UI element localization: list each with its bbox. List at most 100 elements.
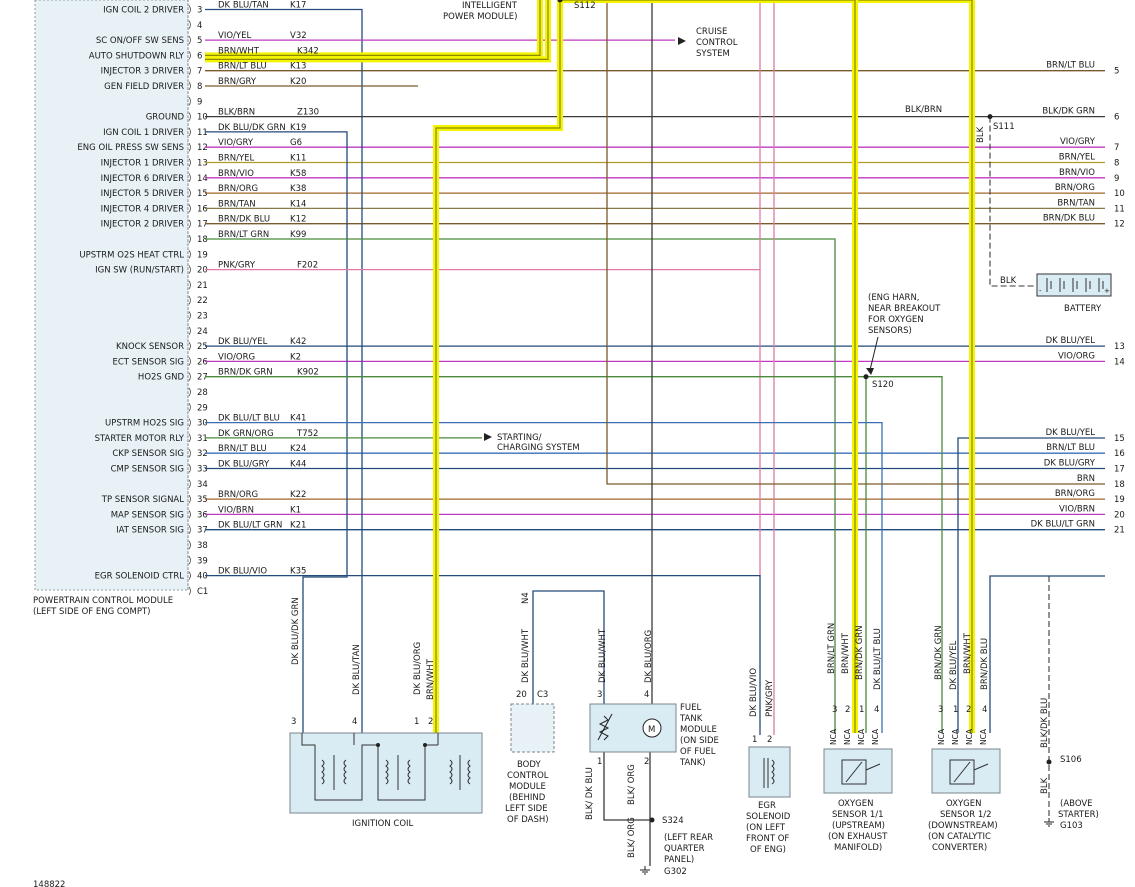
pcm-pin-number: 12	[197, 143, 208, 153]
o2-downstream-box	[931, 748, 1001, 794]
svg-text:TANK): TANK)	[679, 758, 706, 768]
starting-arrow	[484, 433, 492, 441]
o2up-pin-3: 3	[832, 705, 837, 715]
coil2-wire	[205, 8, 363, 733]
pcm-pin-name: UPSTRM HO2S SIG	[105, 419, 184, 429]
pcm-pin-number: 18	[197, 235, 208, 245]
pcm-pin-number: 21	[197, 281, 208, 291]
right-edge-wire-label: VIO/BRN	[1059, 504, 1095, 514]
pcm-wire-color-label: BRN/GRY	[218, 77, 257, 87]
pcm-pin-number: 36	[197, 510, 208, 520]
fuel-tank-module-box	[589, 703, 677, 753]
pcm-pin-number: 22	[197, 296, 208, 306]
s111-label: S111	[993, 122, 1015, 132]
fuel-pump-motor-symbol: M	[648, 725, 655, 735]
splice-dot	[649, 817, 655, 823]
pcm-pin-number: 37	[197, 526, 208, 536]
pcm-wire-color-label: DK GRN/ORG	[218, 429, 274, 439]
figure-number: 148822	[33, 880, 65, 887]
svg-text:CONTROL: CONTROL	[507, 771, 549, 781]
coil-wire-4: BRN/WHT	[426, 658, 436, 700]
cruise-label-line1: CRUISE	[696, 27, 727, 37]
svg-text:OXYGEN: OXYGEN	[946, 799, 981, 809]
splice-dot	[557, 0, 563, 3]
right-edge-wire-label: BRN/YEL	[1059, 153, 1096, 163]
o2dn-nca-4: NCA	[979, 728, 988, 745]
pcm-pin-name: INJECTOR 4 DRIVER	[101, 204, 184, 214]
upstream-sig-wire	[205, 421, 883, 733]
right-edge-wire-label: BRN/DK BLU	[1043, 214, 1095, 224]
svg-text:FRONT OF: FRONT OF	[746, 834, 789, 844]
pcm-circuit-label: K902	[297, 368, 319, 378]
splice-dot	[987, 114, 993, 120]
ipm-label-line2: POWER MODULE)	[443, 12, 517, 22]
right-edge-wire-label: BRN/TAN	[1057, 198, 1095, 208]
coil1-wire	[205, 131, 348, 733]
pcm-pin-name: IGN COIL 2 DRIVER	[103, 6, 184, 16]
svg-text:(DOWNSTREAM): (DOWNSTREAM)	[928, 821, 998, 831]
pcm-pin-name: CMP SENSOR SIG	[111, 465, 184, 475]
right-edge-wire-label: VIO/ORG	[1058, 351, 1095, 361]
fuel-level-sender-icon	[598, 715, 610, 741]
o2dn-pin-2: 2	[966, 705, 971, 715]
o2up-nca-4: NCA	[871, 728, 880, 745]
o2dn-nca-2: NCA	[951, 728, 960, 745]
pcm-circuit-label: K58	[290, 169, 306, 179]
right-edge-wire-label: BRN/LT BLU	[1046, 61, 1095, 71]
fuel-pin-1: 1	[597, 757, 602, 767]
right-edge-number: 6	[1114, 113, 1119, 123]
ho2s-gnd-dn	[866, 376, 943, 733]
s324-loc-3: PANEL)	[664, 855, 694, 865]
pcm-pin-number: 29	[197, 403, 208, 413]
o2up-pin-1: 1	[859, 705, 864, 715]
g302-label: G302	[664, 867, 687, 877]
svg-text:MANIFOLD): MANIFOLD)	[834, 843, 882, 853]
coil-pin-2: 2	[428, 717, 433, 727]
blk-vertical-label: BLK	[976, 126, 986, 143]
right-edge-wire-label: BRN/VIO	[1059, 168, 1095, 178]
svg-text:MODULE: MODULE	[509, 782, 546, 792]
pcm-circuit-label: K14	[290, 199, 306, 209]
pcm-circuit-label: K24	[290, 444, 306, 454]
right-edge-number: 14	[1114, 357, 1125, 367]
pcm-pin-name: UPSTRM O2S HEAT CTRL	[79, 250, 184, 260]
pcm-circuit-label: K35	[290, 567, 306, 577]
o2-heater-wire	[205, 238, 836, 733]
egr-pin-2: 2	[767, 735, 772, 745]
pcm-pin-name: STARTER MOTOR RLY	[95, 434, 185, 444]
battery-cells	[1046, 278, 1104, 292]
pcm-wire-color-label: PNK/GRY	[218, 261, 256, 271]
pcm-pin-number: 17	[197, 220, 208, 230]
pcm-circuit-label: K2	[290, 352, 301, 362]
eng-harn-line4: SENSORS)	[868, 326, 912, 336]
pcm-pin-number: 38	[197, 541, 208, 551]
ipm-label-line1: INTELLIGENT	[462, 1, 518, 11]
battery-symbol	[1036, 273, 1112, 297]
o2up-wire-4: DK BLU/LT BLU	[873, 628, 883, 690]
pcm-circuit-label: K342	[297, 46, 319, 56]
right-edge-number: 17	[1114, 465, 1125, 475]
right-edge-number: 21	[1114, 526, 1125, 536]
starter-loc-1: (ABOVE	[1060, 799, 1093, 809]
pcm-circuit-label: T752	[296, 429, 318, 439]
pcm-wire-color-label: BRN/ORG	[218, 490, 258, 500]
pcm-circuit-label: K99	[290, 230, 306, 240]
pcm-pin-name: SC ON/OFF SW SENS	[96, 36, 184, 46]
battery-wire-label: BLK	[1000, 276, 1017, 286]
asd-wire-3	[560, 0, 856, 733]
battery-label: BATTERY	[1064, 304, 1102, 314]
s120-label: S120	[872, 380, 894, 390]
pcm-pin-name: ENG OIL PRESS SW SENS	[77, 143, 184, 153]
egr-ctrl-wire	[205, 574, 761, 735]
pcm-wire-color-label: BRN/DK GRN	[218, 368, 273, 378]
bcm-connector: C3	[537, 690, 548, 700]
right-edge-number: 12	[1114, 220, 1125, 230]
pcm-wire-color-label: VIO/BRN	[218, 505, 254, 515]
svg-text:-: -	[1039, 287, 1042, 295]
pcm-title-line1: POWERTRAIN CONTROL MODULE	[33, 596, 173, 606]
pcm-pin-number: 15	[197, 189, 208, 199]
pcm-pin-name: GROUND	[146, 113, 185, 123]
svg-text:(ON LEFT: (ON LEFT	[746, 823, 786, 833]
